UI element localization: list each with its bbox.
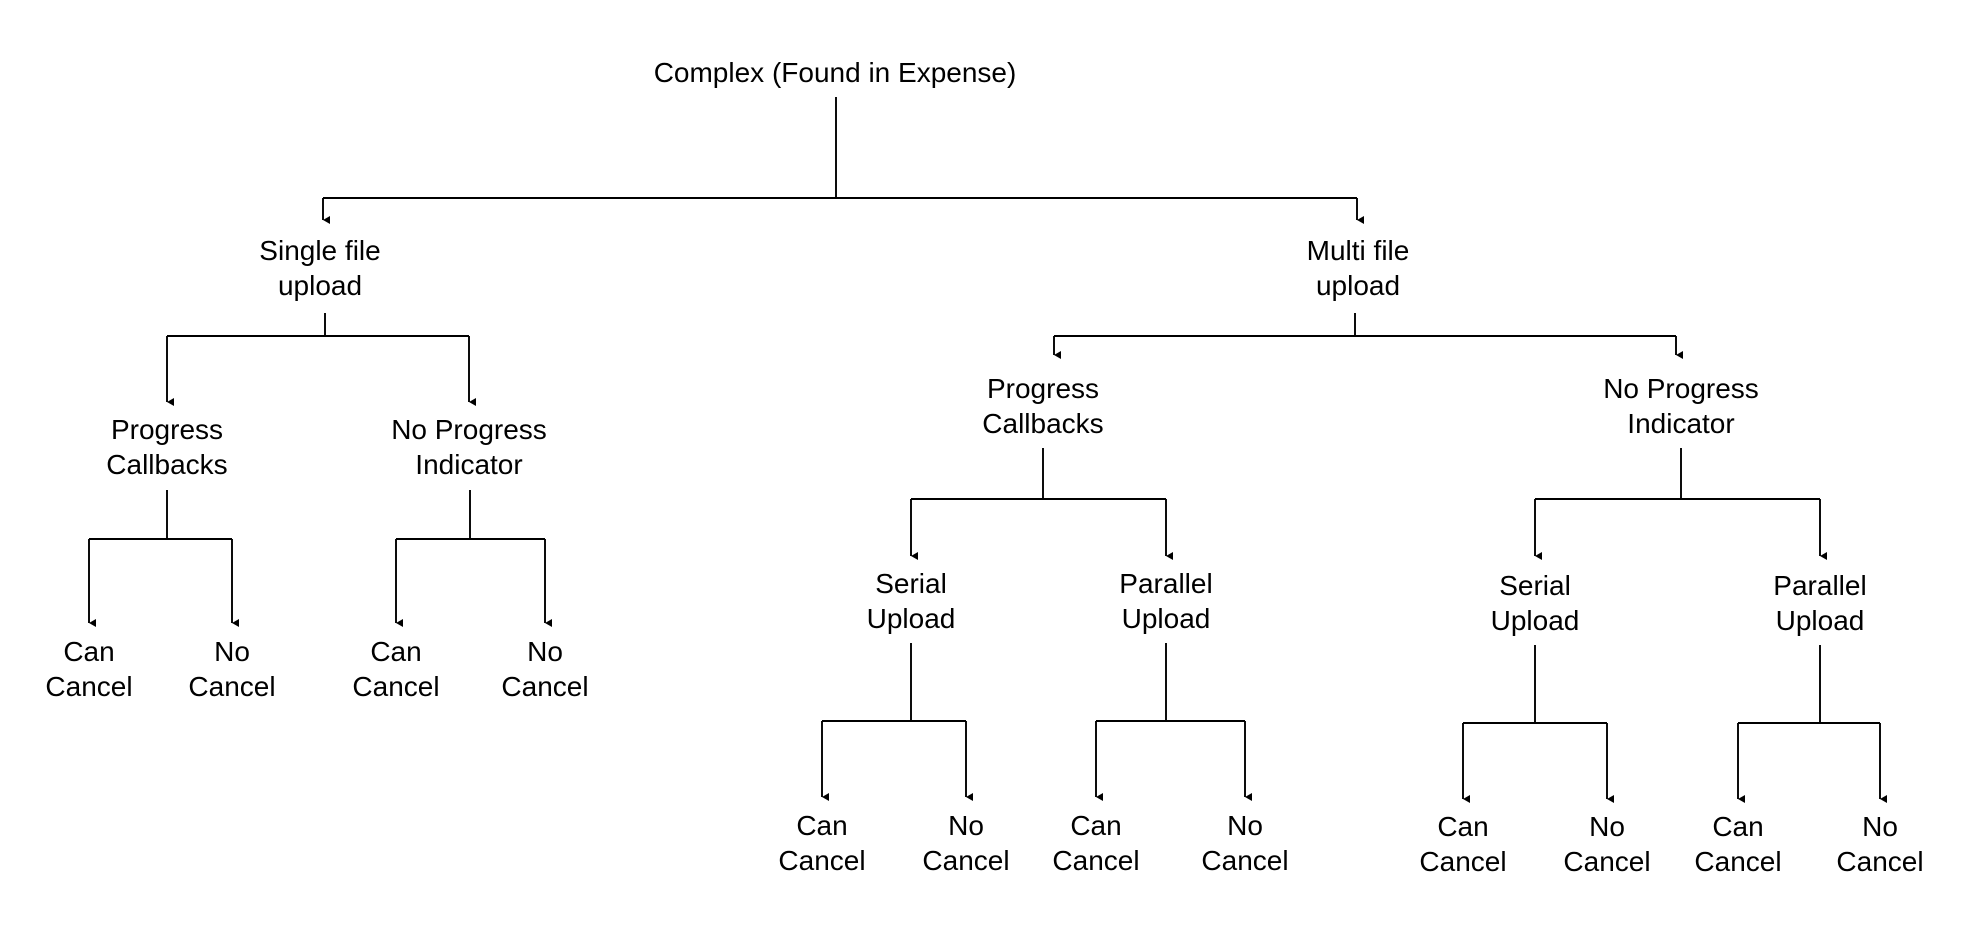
node-line: Progress: [987, 373, 1099, 404]
connector-root: [322, 97, 1364, 224]
node-single: Single file upload: [259, 235, 380, 301]
node-line: Parallel: [1119, 568, 1212, 599]
node-line: Cancel: [188, 671, 275, 702]
node-line: Cancel: [1052, 845, 1139, 876]
node-line: Cancel: [1563, 846, 1650, 877]
node-line: upload: [1316, 270, 1400, 301]
node-line: Cancel: [501, 671, 588, 702]
connector-m_noprog_serial: [1462, 645, 1614, 803]
connector-m_noprog: [1534, 448, 1827, 560]
connector-s_prog: [88, 490, 239, 627]
connector-lines: [88, 97, 1887, 803]
connector-single: [166, 313, 476, 406]
node-line: Serial: [875, 568, 947, 599]
node-line: Cancel: [922, 845, 1009, 876]
connector-s_noprog: [395, 490, 552, 627]
node-line: Serial: [1499, 570, 1571, 601]
node-line: No Progress: [391, 414, 547, 445]
node-line: No: [1227, 810, 1263, 841]
node-line: Parallel: [1773, 570, 1866, 601]
node-line: Callbacks: [106, 449, 227, 480]
node-line: Callbacks: [982, 408, 1103, 439]
node-line: No: [527, 636, 563, 667]
node-line: Upload: [1491, 605, 1580, 636]
node-line: Cancel: [778, 845, 865, 876]
node-line: Cancel: [1419, 846, 1506, 877]
node-line: Indicator: [1627, 408, 1734, 439]
node-line: Can: [1070, 810, 1121, 841]
node-line: Progress: [111, 414, 223, 445]
node-line: No: [948, 810, 984, 841]
node-line: Can: [370, 636, 421, 667]
node-line: Cancel: [1201, 845, 1288, 876]
connector-multi: [1053, 313, 1683, 359]
node-line: Can: [1437, 811, 1488, 842]
connector-m_prog_serial: [821, 643, 973, 801]
node-line: Upload: [1122, 603, 1211, 634]
node-root: Complex (Found in Expense): [654, 57, 1017, 88]
node-line: upload: [278, 270, 362, 301]
node-multi: Multi file upload: [1307, 235, 1410, 301]
connector-m_noprog_parallel: [1737, 645, 1887, 803]
node-line: Upload: [867, 603, 956, 634]
node-line: Cancel: [352, 671, 439, 702]
connector-m_prog: [910, 448, 1173, 560]
node-line: Single file: [259, 235, 380, 266]
node-line: No Progress: [1603, 373, 1759, 404]
node-line: Complex (Found in Expense): [654, 57, 1017, 88]
node-line: Can: [63, 636, 114, 667]
node-labels: Complex (Found in Expense) Single file upl…: [45, 57, 1923, 877]
connector-m_prog_parallel: [1095, 643, 1252, 801]
node-line: Cancel: [1694, 846, 1781, 877]
node-line: Upload: [1776, 605, 1865, 636]
node-line: No: [1589, 811, 1625, 842]
node-line: Indicator: [415, 449, 522, 480]
node-line: Cancel: [45, 671, 132, 702]
node-line: No: [214, 636, 250, 667]
node-line: Cancel: [1836, 846, 1923, 877]
node-line: Can: [1712, 811, 1763, 842]
node-line: No: [1862, 811, 1898, 842]
node-line: Can: [796, 810, 847, 841]
node-line: Multi file: [1307, 235, 1410, 266]
